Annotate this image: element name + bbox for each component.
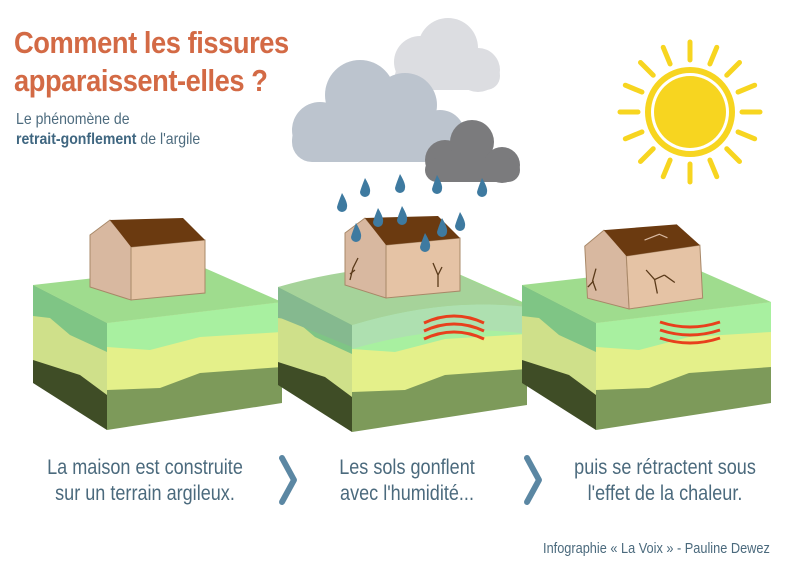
dark-cloud-icon xyxy=(425,120,520,183)
credit: Infographie « La Voix » - Pauline Dewez xyxy=(543,540,770,557)
step-1-line-2: sur un terrain argileux. xyxy=(55,482,235,505)
sun-ray xyxy=(707,157,720,180)
sun-ray xyxy=(660,157,673,180)
step-2-line-2: avec l'humidité... xyxy=(340,482,474,505)
step-caption-2: Les sols gonflent avec l'humidité... xyxy=(308,455,506,507)
sun-ray xyxy=(622,129,645,142)
step-1-line-1: La maison est construite xyxy=(47,456,243,479)
house-2-cracked xyxy=(344,215,461,299)
page-title: Comment les fissures apparaissent-elles … xyxy=(14,24,289,100)
step-3-line-1: puis se rétractent sous xyxy=(574,456,756,479)
subtitle-line-1: Le phénomène de xyxy=(16,111,130,128)
sun-ray xyxy=(724,146,742,164)
subtitle: Le phénomène de retrait-gonflement de l'… xyxy=(16,110,200,150)
title-line-1: Comment les fissures xyxy=(14,25,289,60)
chevron-right-icon xyxy=(524,455,542,505)
step-3-line-2: l'effet de la chaleur. xyxy=(587,482,743,505)
subtitle-bold: retrait-gonflement xyxy=(16,131,137,148)
sun-ray xyxy=(724,60,742,78)
sun-ray xyxy=(735,82,758,95)
step-caption-1: La maison est construite sur un terrain … xyxy=(38,455,253,507)
sun-ray xyxy=(735,129,758,142)
sun-ray xyxy=(638,146,656,164)
house-3-cracked xyxy=(583,222,704,312)
chevron-right-icon xyxy=(279,455,297,505)
title-line-2: apparaissent-elles ? xyxy=(14,63,268,98)
step-caption-3: puis se rétractent sous l'effet de la ch… xyxy=(558,455,773,507)
step-2-line-1: Les sols gonflent xyxy=(339,456,475,479)
subtitle-line-2: retrait-gonflement de l'argile xyxy=(16,130,200,150)
sun-ray xyxy=(622,82,645,95)
subtitle-rest: de l'argile xyxy=(136,131,201,148)
sun-ray xyxy=(638,60,656,78)
sun-ray xyxy=(707,44,720,67)
shrink-waves-icon xyxy=(659,320,721,345)
house-1 xyxy=(89,217,206,301)
sun-ray xyxy=(660,44,673,67)
sun-icon xyxy=(617,39,763,185)
